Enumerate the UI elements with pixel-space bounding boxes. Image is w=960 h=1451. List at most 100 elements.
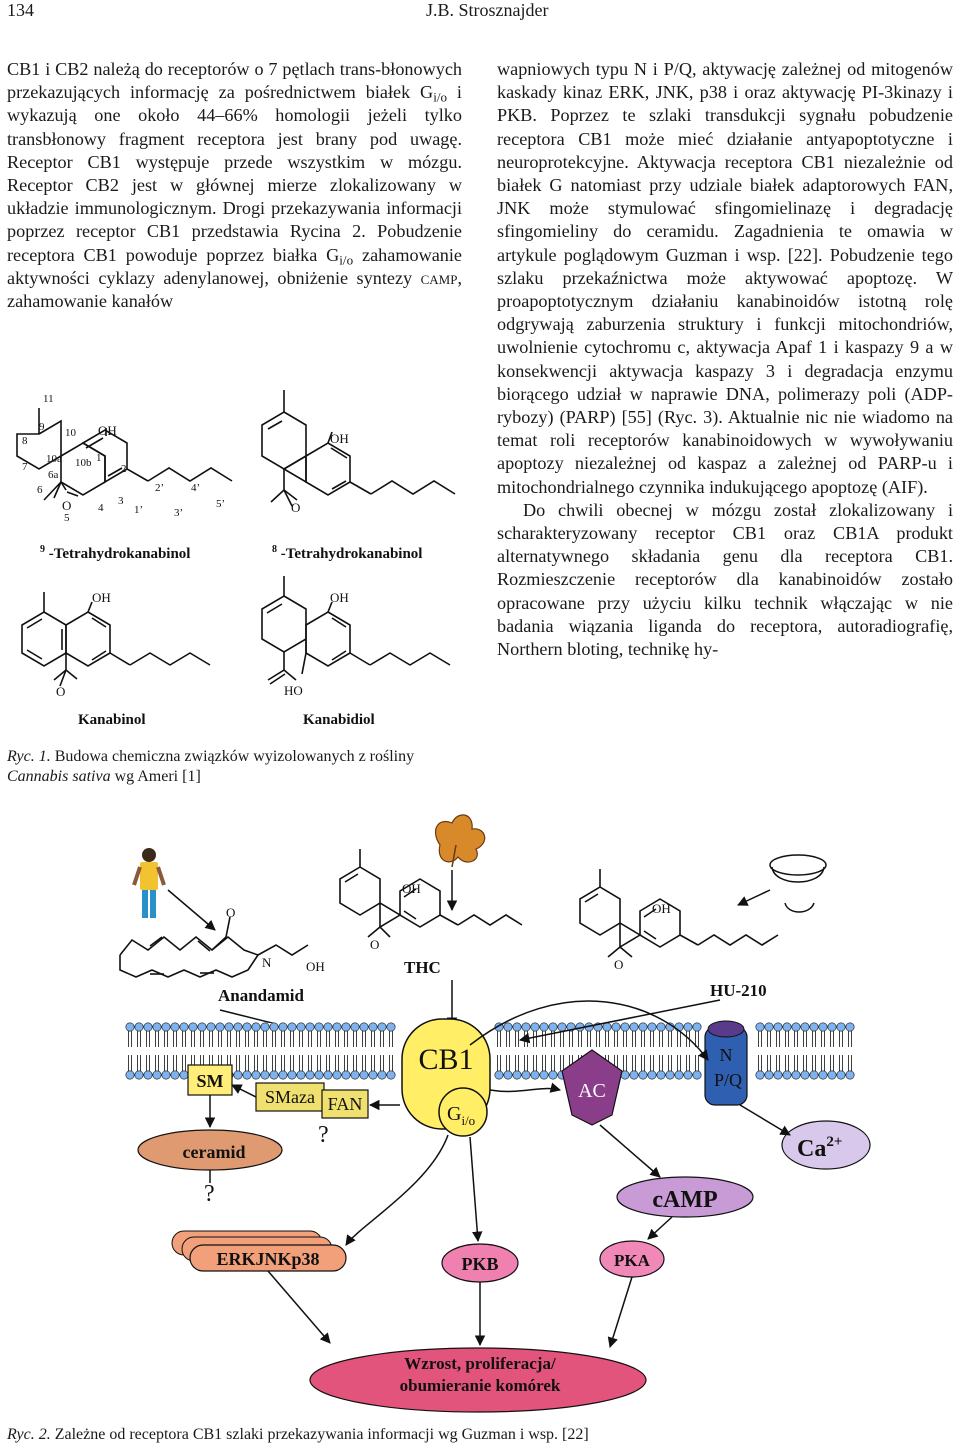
label-ca: Ca2+ bbox=[797, 1134, 842, 1162]
label-6: 6 bbox=[37, 484, 43, 496]
erk-jnk-p38-node: ERKJNKp38 bbox=[171, 1230, 347, 1272]
calcium-channel bbox=[704, 1026, 748, 1106]
text-run: CB1 i CB2 należą do receptorów o 7 pętla… bbox=[7, 59, 462, 103]
kanabidiol-structure bbox=[261, 576, 451, 685]
kanabinol-structure bbox=[21, 592, 211, 687]
label-anandamid: Anandamid bbox=[218, 986, 305, 1005]
label-cb1: CB1 bbox=[418, 1043, 473, 1076]
outcome-node bbox=[309, 1347, 647, 1413]
hydroxyl-label: OH bbox=[402, 881, 421, 896]
label-ac: AC bbox=[578, 1080, 606, 1102]
text-run: i wykazują one około 44–66% homologii je… bbox=[7, 82, 462, 265]
hydroxyl-label: OH bbox=[330, 431, 349, 446]
subscript: i/o bbox=[433, 89, 448, 105]
label-thc: THC bbox=[404, 958, 441, 977]
caption-text: Budowa chemiczna związków wyizolowanych … bbox=[50, 748, 415, 765]
name-kanabidiol: Kanabidiol bbox=[303, 712, 375, 728]
figure-2-signalling-diagram: O N OH Anandamid O OH THC O OH HU-210 bbox=[119, 814, 871, 1413]
label-outcome-1: Wzrost, proliferacja/ bbox=[404, 1354, 556, 1373]
camp-node bbox=[616, 1176, 754, 1218]
label-ceramid: ceramid bbox=[183, 1142, 246, 1162]
label-n: N bbox=[720, 1045, 733, 1065]
pentyl-chain bbox=[370, 480, 456, 495]
oxygen-label: O bbox=[614, 957, 623, 972]
figure-1-structures: 11 9 10 8 10a 10b 7 6a 6 5 4 3 2 1 1’ 2’… bbox=[16, 390, 456, 728]
ring-c-aromatic bbox=[305, 611, 351, 667]
label-8: 8 bbox=[22, 435, 28, 447]
label-smaza: SMaza bbox=[265, 1087, 315, 1107]
label-10a: 10a bbox=[46, 453, 62, 465]
running-head: 134 J.B. Strosznajder bbox=[0, 0, 960, 24]
left-paragraph: CB1 i CB2 należą do receptorów o 7 pętla… bbox=[7, 58, 462, 313]
pentyl-chain bbox=[129, 652, 211, 666]
nitrogen-label: N bbox=[262, 955, 272, 970]
hu210-structure bbox=[579, 869, 779, 958]
page-number: 134 bbox=[7, 0, 34, 20]
oxygen-label: O bbox=[226, 905, 235, 920]
label-question-1: ? bbox=[318, 1122, 329, 1148]
text-run: zahamowanie aktywności cyklazy adenylano… bbox=[7, 244, 462, 288]
hydroxyl-label: OH bbox=[98, 423, 117, 438]
anandamid-structure bbox=[119, 916, 309, 978]
ac-enzyme bbox=[561, 1049, 623, 1126]
oxygen-label: O bbox=[56, 684, 65, 699]
right-paragraph-2: Do chwili obecnej w mózgu został zlokali… bbox=[497, 499, 953, 660]
label-7: 7 bbox=[22, 461, 28, 473]
caption-text: wg Ameri [1] bbox=[110, 768, 201, 785]
left-text-column: CB1 i CB2 należą do receptorów o 7 pętla… bbox=[7, 58, 462, 313]
right-text-column: wapniowych typu N i P/Q, aktywację zależ… bbox=[497, 58, 953, 661]
calcium-ion bbox=[781, 1120, 871, 1170]
label-3p: 3’ bbox=[174, 507, 183, 519]
oxygen-label: O bbox=[291, 500, 300, 515]
figure-2-caption: Ryc. 2. Zależne od receptora CB1 szlaki … bbox=[7, 1425, 907, 1445]
label-camp: cAMP bbox=[652, 1187, 717, 1213]
thc9-numbering: 11 9 10 8 10a 10b 7 6a 6 5 4 3 2 1 1’ 2’… bbox=[22, 393, 225, 524]
thc-structure bbox=[339, 849, 523, 938]
label-pka: PKA bbox=[614, 1251, 651, 1270]
label-1: 1 bbox=[96, 452, 102, 464]
label-pkb: PKB bbox=[461, 1254, 498, 1274]
label-3: 3 bbox=[118, 495, 124, 507]
fan-node bbox=[321, 1089, 369, 1119]
label-question-2: ? bbox=[204, 1181, 215, 1207]
label-fan: FAN bbox=[328, 1094, 363, 1114]
caption-label: Ryc. 1. bbox=[7, 748, 51, 765]
label-4: 4 bbox=[98, 502, 104, 514]
label-9: 9 bbox=[39, 421, 45, 433]
ring-a bbox=[16, 419, 62, 470]
hydroxyl-label: HO bbox=[284, 683, 303, 698]
label-11: 11 bbox=[43, 393, 54, 405]
oxygen-label: O bbox=[370, 937, 379, 952]
person-icon bbox=[132, 848, 166, 918]
label-10: 10 bbox=[65, 427, 77, 439]
cell-membrane bbox=[125, 1022, 860, 1080]
lab-dish-icon bbox=[769, 854, 827, 913]
ring-a-aromatic bbox=[21, 611, 67, 667]
hydroxyl-label: OH bbox=[330, 590, 349, 605]
label-2p: 2’ bbox=[155, 482, 164, 494]
label-4p: 4’ bbox=[191, 482, 200, 494]
smaza-node bbox=[255, 1082, 325, 1112]
thc9-structure bbox=[16, 408, 233, 501]
cannabis-leaf-icon bbox=[435, 814, 486, 868]
ring-c-aromatic bbox=[305, 442, 351, 496]
hydroxyl-label: OH bbox=[652, 901, 671, 916]
pentyl-chain bbox=[147, 467, 233, 482]
ring-a bbox=[261, 595, 307, 653]
name-kanabinol: Kanabinol bbox=[78, 712, 146, 728]
subscript: i/o bbox=[339, 251, 354, 267]
thc8-structure bbox=[261, 390, 456, 507]
label-5p: 5’ bbox=[216, 498, 225, 510]
caption-label: Ryc. 2. bbox=[7, 1426, 51, 1443]
name-thc8: 8 -Tetrahydrokanabinol bbox=[272, 544, 422, 562]
label-gio: Gi/o bbox=[447, 1103, 475, 1128]
oxygen-label: O bbox=[62, 498, 71, 513]
label-2: 2 bbox=[121, 463, 127, 475]
camp-term: camp bbox=[420, 267, 458, 288]
name-thc9: 9 -Tetrahydrokanabinol bbox=[40, 544, 190, 562]
label-outcome-2: obumieranie komórek bbox=[400, 1376, 561, 1395]
hydroxyl-label: OH bbox=[92, 590, 111, 605]
gio-protein bbox=[438, 1087, 488, 1137]
label-erk: ERKJNKp38 bbox=[216, 1249, 319, 1269]
caption-text: Zależne od receptora CB1 szlaki przekazy… bbox=[50, 1426, 589, 1443]
